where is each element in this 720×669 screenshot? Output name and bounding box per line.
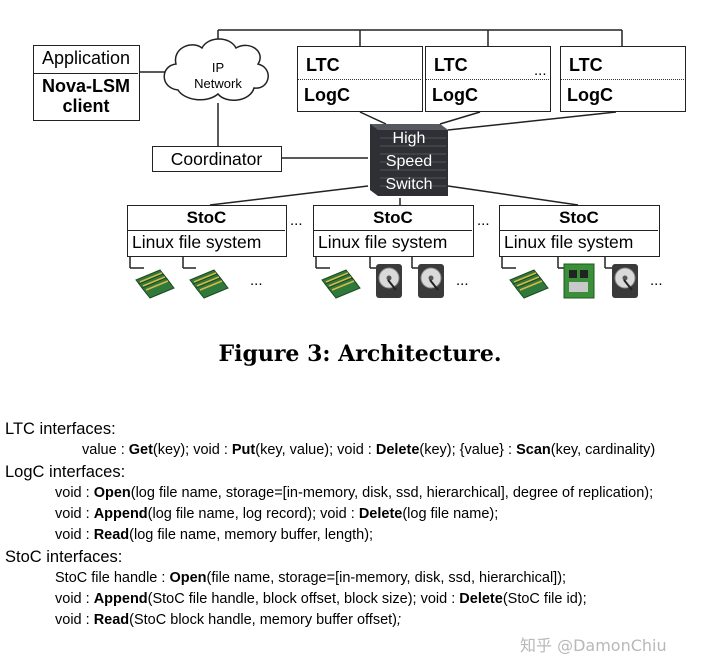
method-name: Read [93, 612, 130, 628]
filesystem-label: Linux file system [132, 232, 262, 252]
memory-icon [509, 269, 549, 299]
ltc-divider [561, 79, 684, 80]
ltc-ellipsis: ... [534, 62, 547, 79]
signature-text: void : [55, 506, 94, 522]
application-box: Application Nova-LSM client [33, 45, 140, 121]
method-name: Append [93, 506, 148, 522]
ip-network-cloud [163, 38, 269, 101]
application-divider [34, 73, 138, 74]
signature-text: value : [82, 442, 129, 458]
network-label: IP Network [194, 60, 242, 91]
ltc-box-3: LTC LogC [560, 46, 686, 112]
disk-icon [418, 264, 444, 298]
memory-icon [189, 269, 229, 299]
interfaces-list: LTC interfaces: value : Get(key); void : … [5, 420, 717, 633]
stoc-divider [314, 230, 472, 231]
figure-caption: Figure 3: Architecture. [218, 341, 502, 367]
ltc-divider [426, 79, 549, 80]
ltc-box-1: LTC LogC [297, 46, 423, 112]
ltc-divider [298, 79, 421, 80]
interface-signature: StoC file handle : Open(file name, stora… [5, 570, 717, 591]
architecture-diagram [129, 29, 649, 299]
ltc-box-2: LTC LogC [425, 46, 551, 112]
signature-text: (log file name, storage=[in-memory, disk… [130, 485, 654, 501]
signature-text: (key, cardinality) [550, 442, 656, 458]
method-name: Scan [516, 442, 551, 458]
stoc-title: StoC [373, 208, 413, 227]
method-name: Append [93, 591, 148, 607]
interface-signature: void : Append(StoC file handle, block of… [5, 591, 717, 612]
disk-icon [612, 264, 638, 298]
interface-signature: void : Read(log file name, memory buffer… [5, 527, 717, 548]
switch-label: High Speed Switch [385, 130, 433, 193]
method-name: Put [231, 442, 256, 458]
signature-text: StoC file handle : [55, 570, 170, 586]
method-name: Delete [358, 506, 403, 522]
interface-header: StoC interfaces: [5, 548, 123, 566]
interface-header: LTC interfaces: [5, 420, 116, 438]
stoc-ellipsis: ... [477, 212, 490, 229]
logc-label: LogC [304, 85, 350, 105]
stoc-divider [500, 230, 658, 231]
signature-text: void : [55, 612, 94, 628]
method-name: Open [169, 570, 207, 586]
ltc-label: LTC [306, 55, 340, 75]
device-ellipsis: ... [456, 272, 469, 289]
ltc-label: LTC [569, 55, 603, 75]
signature-text: (key); void : [152, 442, 232, 458]
signature-text: (key); {value} : [419, 442, 517, 458]
stoc-title: StoC [186, 208, 227, 227]
interface-header: LogC interfaces: [5, 463, 126, 481]
signature-text: (StoC file handle, block offset, block s… [147, 591, 460, 607]
method-name: Open [93, 485, 131, 501]
stoc-box-2: StoC Linux file system [313, 205, 474, 257]
stoc-divider [128, 230, 285, 231]
filesystem-label: Linux file system [504, 232, 634, 252]
interface-signature: void : Open(log file name, storage=[in-m… [5, 485, 717, 506]
ssd-icon [563, 263, 595, 299]
ltc-label: LTC [434, 55, 468, 75]
logc-label: LogC [432, 85, 478, 105]
interface-signature: void : Append(log file name, log record)… [5, 506, 717, 527]
stoc-title: StoC [559, 208, 599, 227]
method-name: Delete [459, 591, 503, 607]
device-ellipsis: ... [250, 272, 263, 289]
signature-text: (StoC block handle, memory buffer offset… [129, 612, 397, 628]
storage-devices [135, 263, 638, 299]
method-name: Delete [375, 442, 420, 458]
memory-icon [135, 269, 175, 299]
signature-text: ; [397, 612, 402, 628]
stoc-ellipsis: ... [290, 212, 303, 229]
method-name: Get [128, 442, 153, 458]
signature-text: void : [55, 527, 94, 543]
device-ellipsis: ... [650, 272, 663, 289]
signature-text: (key, value); void : [255, 442, 376, 458]
interface-signature: void : Read(StoC block handle, memory bu… [5, 612, 717, 633]
application-label: Application [41, 48, 131, 68]
signature-text: (log file name); [402, 506, 499, 522]
watermark: 知乎 @DamonChiu [520, 636, 667, 655]
signature-text: (log file name, memory buffer, length); [129, 527, 374, 543]
memory-icon [321, 269, 361, 299]
filesystem-label: Linux file system [318, 232, 448, 252]
switch-icon [370, 124, 448, 196]
signature-text: (StoC file id); [502, 591, 587, 607]
method-name: Read [93, 527, 130, 543]
signature-text: void : [55, 591, 94, 607]
client-label: Nova-LSM client [41, 76, 130, 116]
interface-signature: value : Get(key); void : Put(key, value)… [5, 442, 717, 463]
connection-lines [129, 29, 623, 269]
disk-icon [376, 264, 402, 298]
signature-text: void : [55, 485, 94, 501]
stoc-box-1: StoC Linux file system [127, 205, 287, 257]
signature-text: (file name, storage=[in-memory, disk, ss… [206, 570, 567, 586]
logc-label: LogC [567, 85, 613, 105]
coordinator-label: Coordinator [170, 149, 263, 169]
signature-text: (log file name, log record); void : [147, 506, 359, 522]
stoc-box-3: StoC Linux file system [499, 205, 660, 257]
coordinator-box: Coordinator [152, 146, 282, 172]
